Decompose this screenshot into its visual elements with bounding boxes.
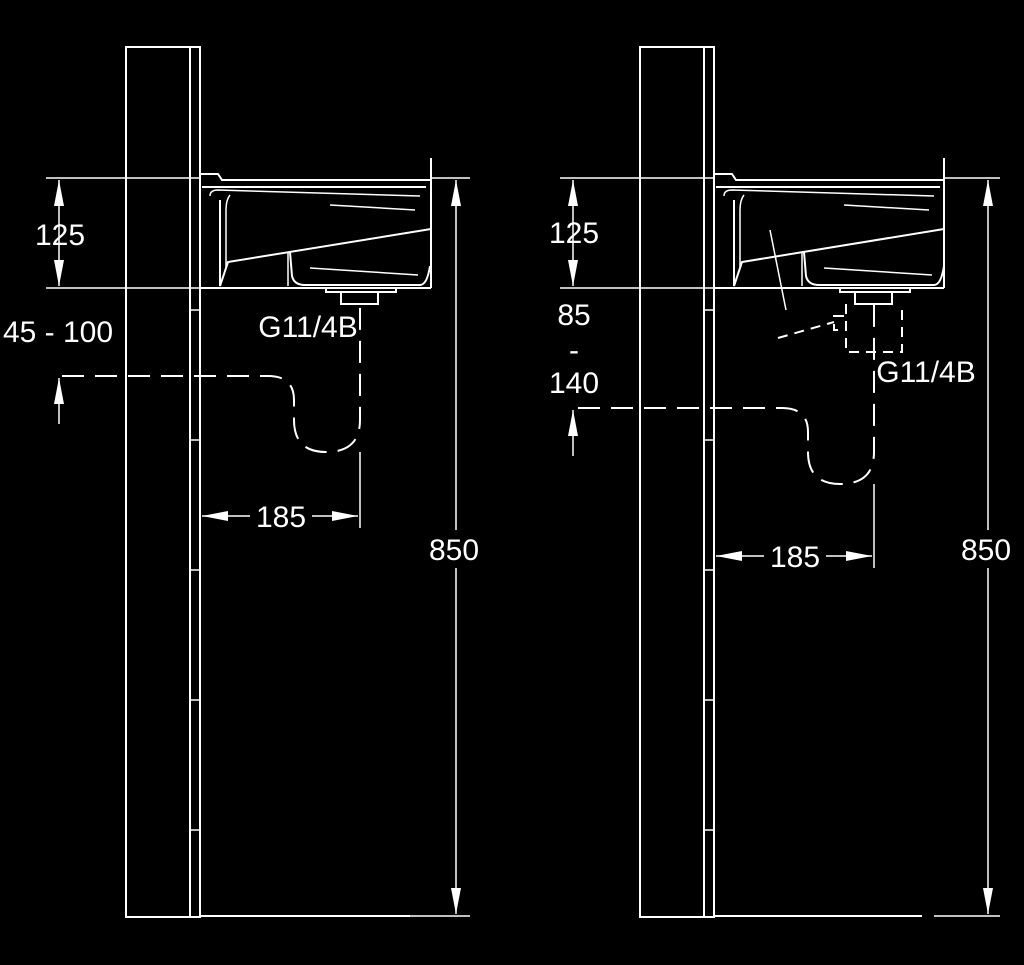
right-dim-125 <box>560 177 714 289</box>
left-dim-125 <box>46 177 200 289</box>
right-overflow <box>777 304 903 353</box>
right-thread-label: G11/4B <box>876 356 976 389</box>
right-dim-range-arrow <box>568 410 578 456</box>
right-view: 125 85 - 140 G11/4B 185 850 <box>549 46 1011 918</box>
right-dim-125-label: 125 <box>549 217 599 250</box>
left-trap <box>62 300 361 454</box>
left-wall <box>125 46 410 918</box>
right-dim-range-min-label: 85 <box>557 299 590 332</box>
right-wall <box>639 46 922 918</box>
left-dim-850-label: 850 <box>429 534 479 567</box>
left-dim-range-label: 45 - 100 <box>3 316 113 349</box>
left-dim-125-label: 125 <box>35 219 85 252</box>
right-dim-185 <box>716 484 875 568</box>
left-basin <box>199 158 432 305</box>
right-dim-850 <box>934 177 1000 917</box>
left-dim-185-label: 185 <box>256 501 306 534</box>
right-dim-185-label: 185 <box>770 541 820 574</box>
right-dim-range-max-label: 140 <box>549 367 599 400</box>
right-dim-850-label: 850 <box>961 534 1011 567</box>
left-dim-850 <box>410 177 470 917</box>
right-trap <box>578 300 875 486</box>
left-dim-range-arrow <box>54 378 64 424</box>
left-dim-185 <box>202 452 361 528</box>
right-dim-range-sep-label: - <box>569 334 579 367</box>
left-thread-label: G11/4B <box>258 311 358 344</box>
right-basin <box>713 158 945 311</box>
left-view: 125 45 - 100 G11/4B 185 850 <box>3 46 479 918</box>
